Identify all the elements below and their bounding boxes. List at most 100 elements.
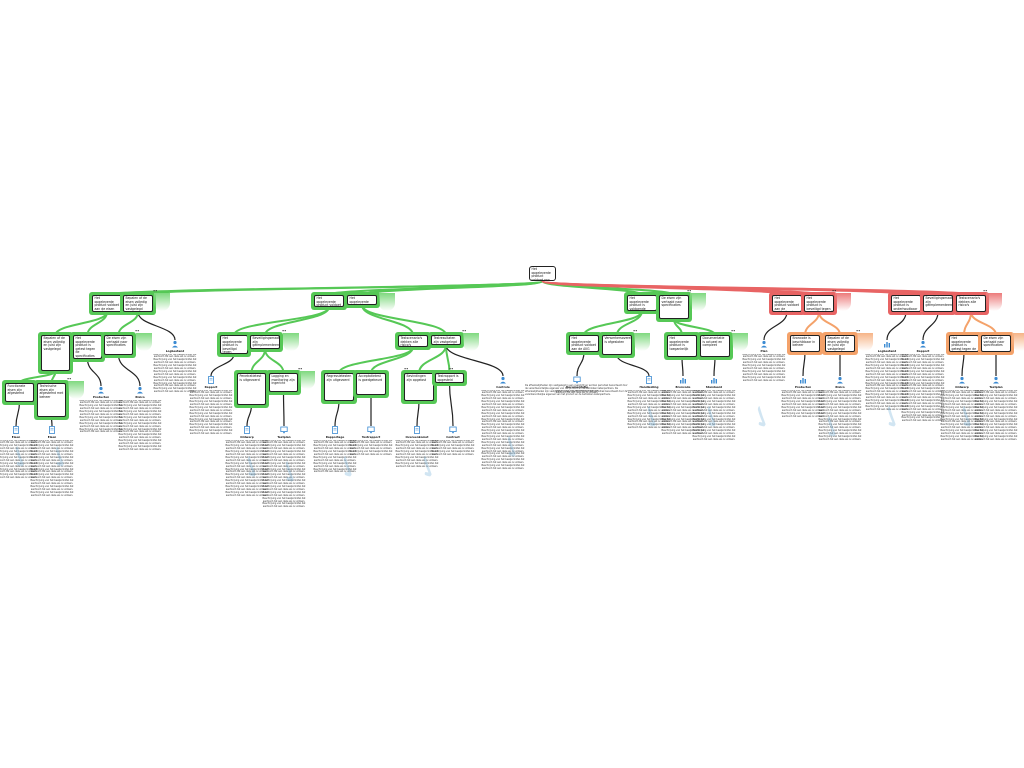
person-icon [98,386,104,394]
evidence-label: Risico [135,394,145,399]
doc-icon [332,426,338,434]
doc-icon [646,376,652,384]
subclaim-4[interactable]: Beveiligingsmaatregelen zijn geïmplement… [250,335,280,349]
connector-marker: •• [135,329,140,333]
flag-detail-2 [299,371,315,389]
detail-claim-4[interactable]: Regressietesten zijn uitgevoerd [324,373,354,401]
subclaim-10[interactable]: Documentatie is actueel en compleet [700,335,730,357]
detail-claim-7[interactable]: Testrapport is opgesteld [435,373,464,383]
flag-sub-5 [732,333,748,351]
claim-sibling-0[interactable]: Bepalen of de eisen volledig en juist zi… [123,295,153,312]
subclaim-6[interactable]: Testresultaten zijn vastgelegd [431,335,461,345]
subclaim-0[interactable]: Bepalen of de eisen volledig en juist zi… [41,335,70,371]
evidence-description: Beschrijving van het bewijsmiddel dat aa… [781,389,825,418]
flag-sub-4 [634,333,650,351]
evidence-description: Beschrijving van het bewijsmiddel dat aa… [0,439,38,480]
person-icon [172,340,178,348]
subclaim-13[interactable]: Het opgeleverde product is getest tegen … [949,335,979,352]
subclaim-11[interactable]: Broncode is beschikbaar in beheer [790,335,820,352]
person-icon [959,376,965,384]
subclaim-8[interactable]: Verwerkersovereenkomst is afgesloten [602,335,632,355]
connector-line [15,401,21,427]
evidence-label: Eisen [11,434,21,439]
detail-claim-5[interactable]: Acceptatietest is goedgekeurd [356,373,386,395]
evidence-description: Beschrijving van het bewijsmiddel dat aa… [30,439,74,497]
evidence-label: Broncode [675,384,691,389]
detail-claim-3[interactable]: Logging en monitoring zijn ingericht [269,373,298,392]
subclaim-2[interactable]: De eisen zijn vertaald naar specificatie… [104,335,133,355]
detail-claim-2[interactable]: Penetratietest is uitgevoerd [237,373,266,405]
claim-sibling-4[interactable]: Beveiligingsmaatregelen zijn geïmplement… [923,295,953,312]
claim-e[interactable]: Het opgeleverde product is onderhoudbaar [891,295,921,312]
subclaim-9[interactable]: Het opgeleverde product is toegankelijk [667,335,697,357]
monitor-icon [367,426,375,434]
claim-sibling-2[interactable]: De eisen zijn vertaald naar specificatie… [659,295,689,319]
person-icon [920,340,926,348]
claim-a[interactable]: Het opgeleverde product voldoet aan de e… [92,295,122,312]
connector-line [361,304,447,336]
subclaim-3[interactable]: Het opgeleverde product is beveiligd teg… [220,335,248,354]
detail-claim-6[interactable]: Bevindingen zijn opgelost [404,373,434,401]
subclaim-12[interactable]: Bepalen of de eisen volledig en juist zi… [825,335,855,352]
subclaim-5[interactable]: Testscenario's dekken alle risico's [398,335,428,347]
flag-claim-a [154,293,170,311]
connector-line [246,404,253,427]
connector-line [802,351,806,377]
detail-claim-1[interactable]: Technische eisen zijn afgestemd met behe… [37,383,66,417]
flag-sub-6 [857,333,873,351]
connector-line [448,382,454,427]
subclaim-1[interactable]: Het opgeleverde product is getest tegen … [73,335,102,359]
chart-icon [711,378,717,384]
evidence-label: Controle [496,384,510,389]
claim-sibling-1[interactable]: Het opgeleverde product is getest tegen … [347,295,377,305]
chart-icon [800,378,806,384]
claim-c[interactable]: Het opgeleverde product is voldoende get… [627,295,657,311]
claim-b[interactable]: Het opgeleverde product voldoet aan de b… [314,295,344,307]
claim-sibling-5[interactable]: Testscenario's dekken alle risico's [956,295,986,312]
chart-icon [884,342,890,348]
evidence-description: Beschrijving van het bewijsmiddel dat aa… [901,353,945,423]
flag-claim-d [835,293,851,311]
evidence-label: Documentatie [565,384,589,389]
detail-claim-0[interactable]: Functionele eisen zijn afgestemd [5,383,34,402]
connector-line [763,311,788,341]
evidence-label: Overeenkomst [405,434,429,439]
flag-claim-c [690,293,706,311]
connector-marker: •• [856,329,861,333]
subclaim-14[interactable]: De eisen zijn vertaald naar specificatie… [981,335,1011,352]
connector-line [137,311,176,341]
connector-line [416,400,420,427]
claim-sibling-3[interactable]: Het opgeleverde product is beveiligd teg… [804,295,834,312]
evidence-label: Standaard [705,384,723,389]
connector-line [616,354,650,377]
claim-d[interactable]: Het opgeleverde product voldoet aan de j… [772,295,802,312]
root-claim[interactable]: Het opgeleverde product voldoet aan de g… [529,266,556,281]
subclaim-7[interactable]: Het opgeleverde product voldoet aan de A… [569,335,599,352]
connector-marker: •• [687,289,692,293]
